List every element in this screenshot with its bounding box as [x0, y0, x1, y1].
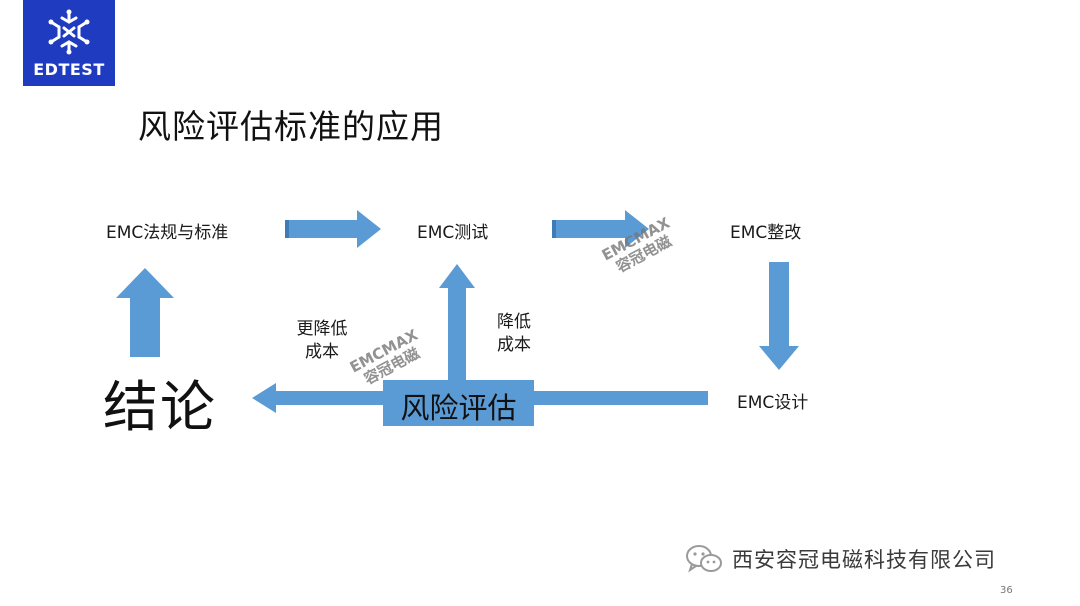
label-cost-line1: 降低: [497, 312, 531, 332]
conclusion-label: 结论: [103, 375, 218, 439]
node-emc-regulations: EMC法规与标准: [106, 223, 229, 243]
arrow-conclusion-to-regs: [116, 268, 174, 357]
arrow-regs-to-test: [285, 210, 381, 248]
wechat-icon: [686, 545, 722, 573]
company-name: 西安容冠电磁科技有限公司: [732, 548, 996, 572]
node-emc-fix: EMC整改: [730, 223, 802, 243]
node-emc-test: EMC测试: [417, 223, 489, 243]
label-more-cost-reduction: 更降低 成本: [291, 318, 353, 364]
circuit-star-icon: [48, 9, 90, 55]
label-cost-line2: 成本: [497, 335, 531, 355]
logo-text: EDTEST: [33, 60, 105, 79]
label-more-cost-line2: 成本: [305, 342, 339, 362]
arrow-risk-to-test: [439, 264, 475, 380]
slide-title: 风险评估标准的应用: [138, 107, 444, 146]
edtest-logo: EDTEST: [23, 0, 115, 86]
label-more-cost-line1: 更降低: [296, 319, 348, 339]
node-emc-design: EMC设计: [737, 393, 809, 413]
page-number: 36: [1000, 585, 1013, 596]
risk-assessment-box: 风险评估: [383, 380, 534, 426]
arrow-test-to-fix: [552, 210, 649, 248]
label-cost-reduction: 降低 成本: [488, 311, 540, 357]
risk-assessment-label: 风险评估: [400, 391, 517, 425]
footer: 西安容冠电磁科技有限公司: [684, 542, 996, 576]
arrow-fix-to-design: [759, 262, 799, 370]
